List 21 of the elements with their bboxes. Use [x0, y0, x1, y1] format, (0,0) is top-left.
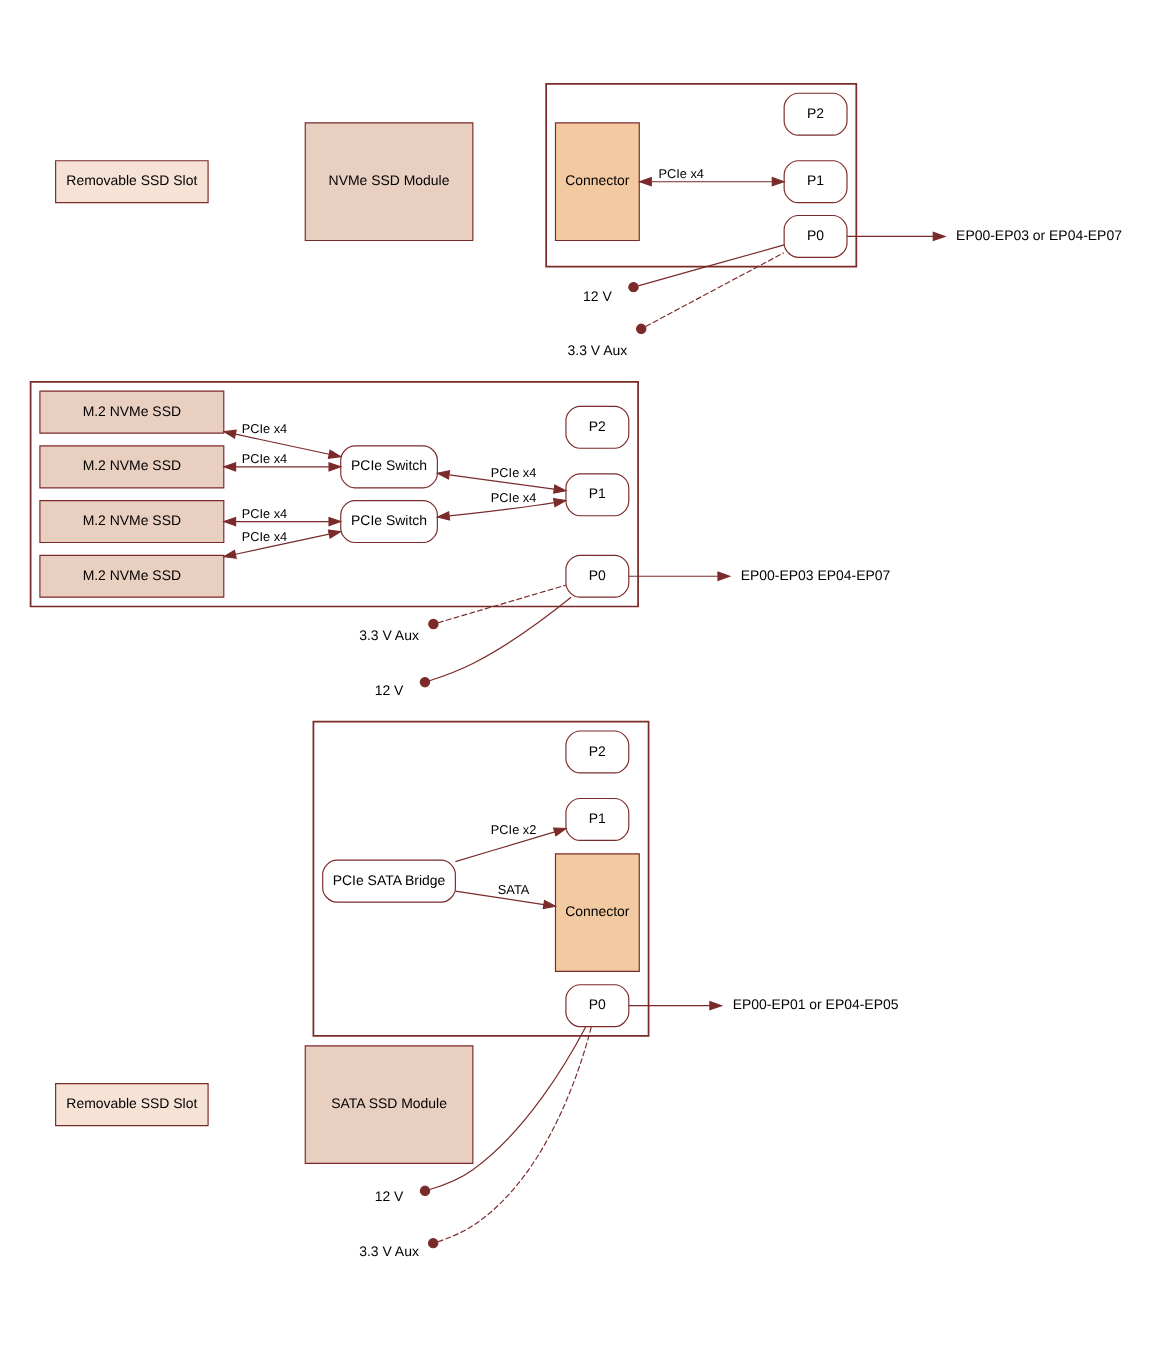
cluster: [545, 82, 858, 267]
arrow: [222, 528, 343, 558]
connector: [427, 1025, 592, 1248]
arrow: [222, 460, 343, 471]
cluster: [29, 380, 639, 607]
connector: [419, 1025, 587, 1196]
arrow: [222, 428, 343, 458]
arrow: [435, 496, 568, 520]
cluster: [312, 719, 650, 1036]
arrow: [628, 999, 724, 1010]
arrow: [222, 515, 343, 526]
connector: [428, 583, 567, 629]
arrow: [435, 469, 568, 493]
connector: [419, 595, 572, 687]
connector: [628, 243, 785, 292]
arrow: [628, 570, 732, 581]
arrow: [454, 889, 558, 909]
arrow: [637, 175, 786, 186]
arrow: [454, 826, 568, 862]
arrow: [846, 230, 947, 241]
connector: [636, 251, 785, 334]
